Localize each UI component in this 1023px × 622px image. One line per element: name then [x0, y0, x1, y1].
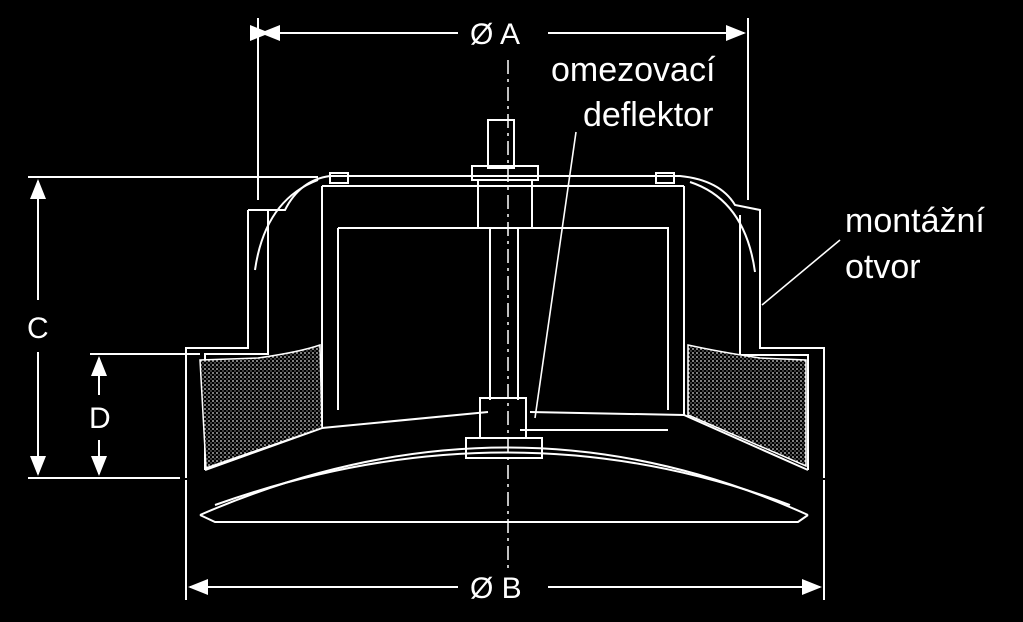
dimension-c [28, 176, 318, 479]
opening-label-line1: montážní [845, 202, 985, 240]
dimension-b [185, 480, 825, 600]
deflector-spindle [465, 119, 543, 459]
dim-a-label: Ø A [470, 18, 520, 51]
deflector-label-line2: deflektor [583, 96, 713, 134]
clip-left [329, 172, 349, 184]
deflector-leader [534, 131, 577, 419]
dim-b-label: Ø B [470, 572, 522, 605]
inner-cylinder [321, 185, 685, 428]
outer-housing [185, 175, 825, 478]
dim-d-label: D [89, 402, 111, 435]
dimension-a [250, 18, 749, 200]
opening-label-line2: otvor [845, 248, 921, 286]
clip-right [655, 172, 675, 184]
deflector-label-line1: omezovací [551, 51, 716, 89]
insulation [199, 343, 807, 470]
dim-c-label: C [27, 312, 49, 345]
dimension-d [90, 353, 200, 476]
opening-leader [761, 239, 841, 306]
cone-guide-right [529, 411, 809, 471]
bottom-plate [199, 446, 809, 523]
